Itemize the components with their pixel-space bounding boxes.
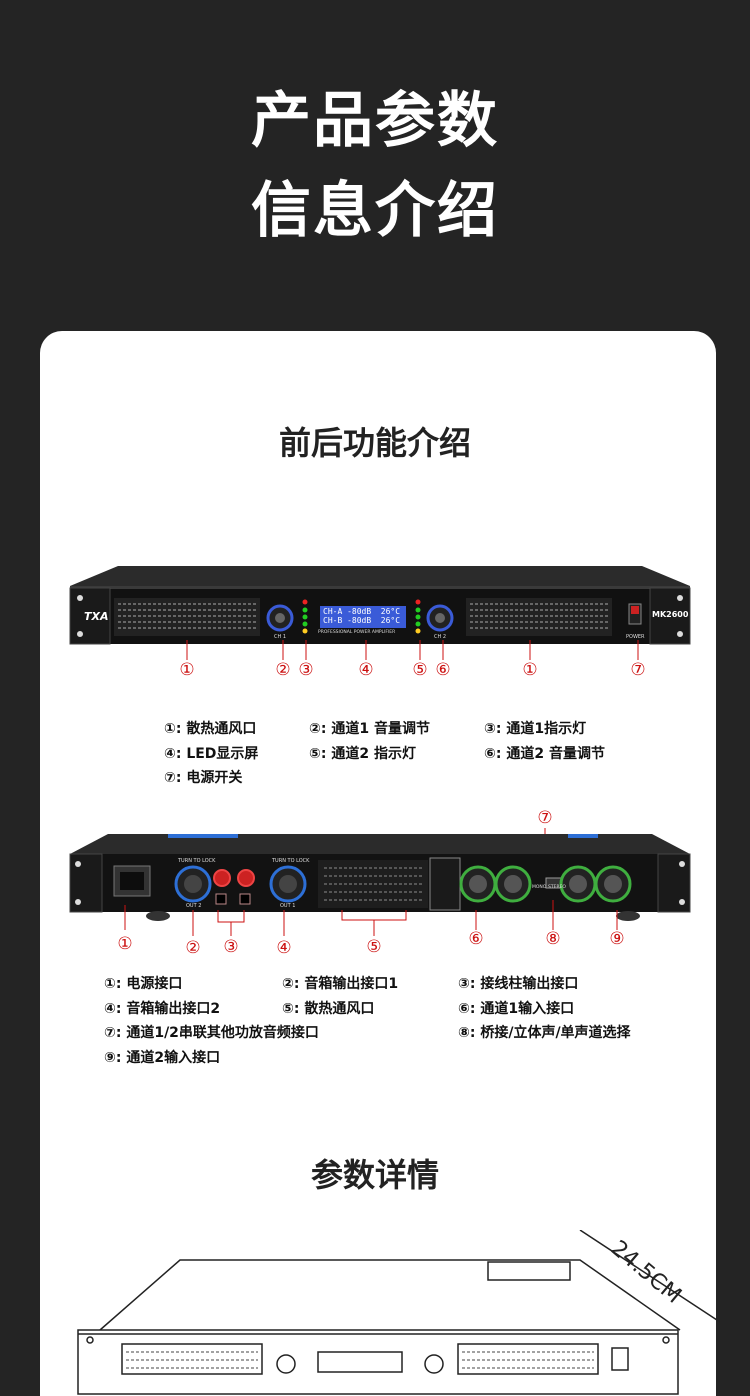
rear-marker-1: ① bbox=[117, 934, 133, 954]
rear-turn-lock-right: TURN TO LOCK bbox=[272, 858, 310, 864]
front-legend-item: ⑥: 通道2 音量调节 bbox=[484, 746, 605, 762]
rear-legend-item: ④: 音箱输出接口2 bbox=[104, 1001, 221, 1017]
model-label: MK2600 bbox=[652, 610, 689, 619]
rear-mono-label: MONO bbox=[532, 885, 547, 890]
rear-out1-label: OUT 1 bbox=[280, 903, 296, 909]
lcd-line-2: CH-B -80dB 26°C bbox=[323, 616, 401, 625]
front-marker-lines bbox=[186, 640, 639, 660]
brand-logo: TXA bbox=[84, 610, 109, 623]
rear-panel-image bbox=[69, 828, 691, 921]
rear-marker-6: ⑥ bbox=[468, 929, 484, 949]
lcd-line-1: CH-A -80dB 26°C bbox=[323, 607, 401, 616]
front-marker-1b: ① bbox=[522, 660, 538, 680]
rear-legend-item: ②: 音箱输出接口1 bbox=[282, 976, 399, 992]
rear-legend-item: ⑤: 散热通风口 bbox=[282, 1001, 375, 1017]
rear-marker-3: ③ bbox=[223, 937, 239, 957]
rear-legend-item: ⑦: 通道1/2串联其他功放音频接口 bbox=[104, 1025, 319, 1041]
front-marker-1: ① bbox=[179, 660, 195, 680]
front-legend-item: ⑤: 通道2 指示灯 bbox=[309, 746, 416, 762]
ch1-label: CH 1 bbox=[274, 634, 287, 640]
front-marker-4: ④ bbox=[358, 660, 374, 680]
rear-marker-7: ⑦ bbox=[537, 808, 553, 828]
rear-marker-lines bbox=[124, 900, 618, 936]
rear-stereo-label: STEREO bbox=[548, 885, 566, 890]
front-panel-image bbox=[69, 566, 691, 645]
front-marker-2: ② bbox=[275, 660, 291, 680]
front-marker-6: ⑥ bbox=[435, 660, 451, 680]
front-marker-3: ③ bbox=[298, 660, 314, 680]
power-label: POWER bbox=[626, 634, 645, 640]
hero-title-line1: 产品参数 bbox=[251, 86, 499, 156]
section-title-front-back: 前后功能介绍 bbox=[278, 424, 471, 462]
hero-title-line2: 信息介绍 bbox=[251, 176, 499, 246]
rear-legend-item: ⑧: 桥接/立体声/单声道选择 bbox=[458, 1025, 631, 1041]
section-title-specs: 参数详情 bbox=[310, 1156, 439, 1194]
rear-legend-item: ⑥: 通道1输入接口 bbox=[458, 1001, 575, 1017]
front-legend-item: ②: 通道1 音量调节 bbox=[309, 721, 430, 737]
rear-legend-item: ⑨: 通道2输入接口 bbox=[104, 1050, 221, 1066]
rear-legend-item: ①: 电源接口 bbox=[104, 976, 183, 992]
rear-marker-5: ⑤ bbox=[366, 937, 382, 957]
front-legend-item: ④: LED显示屏 bbox=[164, 746, 259, 762]
front-marker-5: ⑤ bbox=[412, 660, 428, 680]
front-legend-item: ③: 通道1指示灯 bbox=[484, 721, 587, 737]
spec-drawing bbox=[77, 1230, 720, 1395]
rear-out2-label: OUT 2 bbox=[186, 903, 202, 909]
front-legend-item: ⑦: 电源开关 bbox=[164, 770, 243, 786]
front-marker-7: ⑦ bbox=[630, 660, 646, 680]
rear-turn-lock-left: TURN TO LOCK bbox=[178, 858, 216, 864]
rear-marker-2: ② bbox=[185, 938, 201, 958]
rear-marker-8: ⑧ bbox=[545, 929, 561, 949]
rear-marker-9: ⑨ bbox=[609, 929, 625, 949]
rear-marker-4: ④ bbox=[276, 938, 292, 958]
rear-legend-item: ③: 接线柱输出接口 bbox=[458, 976, 579, 992]
front-legend-item: ①: 散热通风口 bbox=[164, 721, 257, 737]
lcd-caption: PROFESSIONAL POWER AMPLIFIER bbox=[318, 630, 396, 635]
ch2-label: CH 2 bbox=[434, 634, 447, 640]
